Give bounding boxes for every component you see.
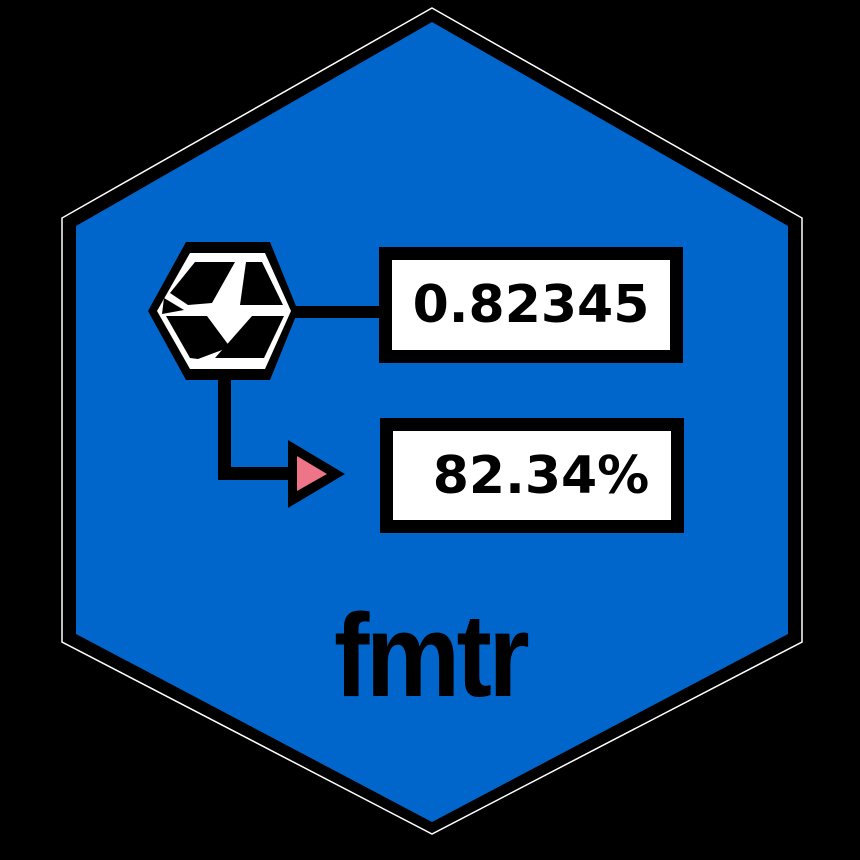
camera-shutter-hex-icon [148, 242, 298, 380]
output-value-box: 82.34% [380, 418, 684, 533]
input-value-box: 0.82345 [379, 247, 683, 363]
input-value: 0.82345 [412, 275, 650, 335]
output-value: 82.34% [432, 445, 650, 506]
package-name: fmtr [333, 590, 530, 722]
connector-lines [218, 306, 382, 480]
arrow-right-icon [288, 440, 345, 508]
